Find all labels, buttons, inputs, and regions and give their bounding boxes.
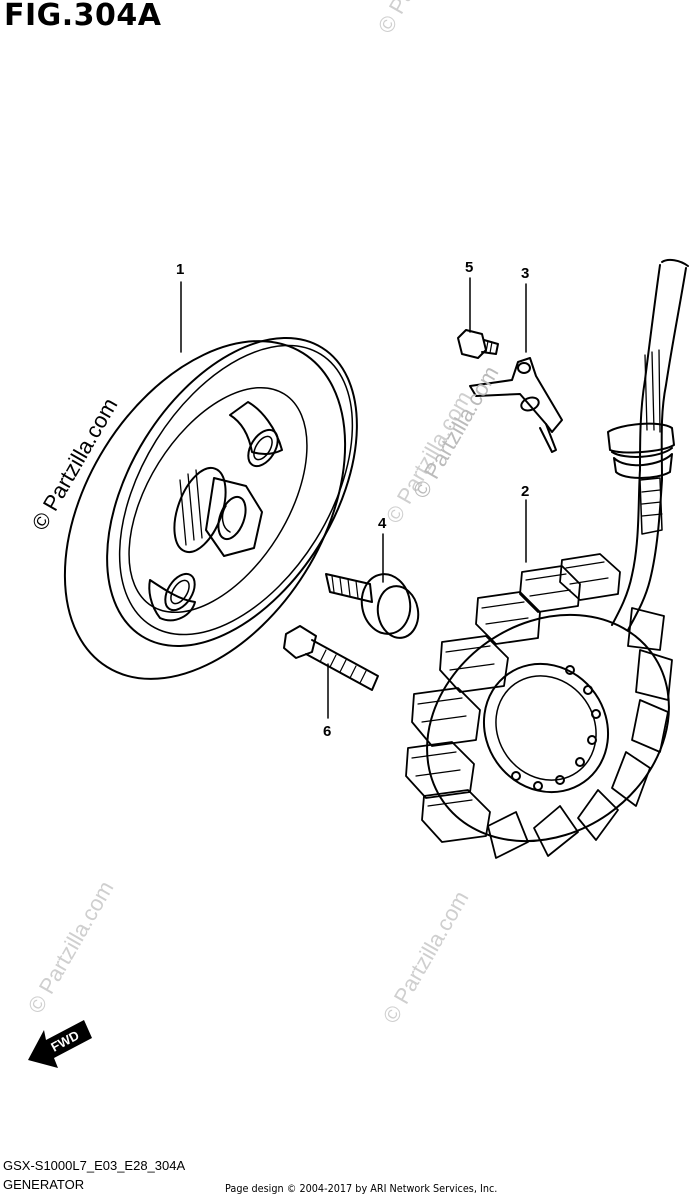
watermark-text: © Partzilla.com bbox=[23, 877, 119, 1018]
watermark-text: © Partzilla.com bbox=[373, 0, 469, 38]
diagram-name: GENERATOR bbox=[3, 1177, 85, 1192]
clamp-part bbox=[469, 357, 563, 453]
figure-title: FIG.304A bbox=[4, 0, 162, 33]
stator-part bbox=[405, 258, 689, 859]
fwd-badge: FWD bbox=[28, 1020, 92, 1068]
watermark-text: © Partzilla.com bbox=[378, 887, 474, 1028]
diagram-code: GSX-S1000L7_E03_E28_304A bbox=[3, 1158, 186, 1173]
bolt-part bbox=[325, 573, 420, 639]
bolt-part bbox=[283, 625, 379, 691]
rotor-part bbox=[63, 337, 358, 680]
leader-lines bbox=[180, 277, 527, 719]
watermarks-faint: © Partzilla.com © Partzilla.com © Partzi… bbox=[23, 0, 477, 1028]
watermark-text: © Partzilla.com bbox=[408, 362, 504, 503]
callout-number: 5 bbox=[465, 259, 473, 276]
copyright-text: Page design © 2004-2017 by ARI Network S… bbox=[225, 1182, 498, 1195]
screw-part bbox=[457, 329, 499, 359]
callout-number: 2 bbox=[521, 483, 529, 500]
callout-number: 6 bbox=[323, 723, 331, 740]
callout-number: 3 bbox=[521, 265, 529, 282]
callout-number: 1 bbox=[176, 261, 184, 278]
callout-number: 4 bbox=[378, 515, 387, 532]
fwd-arrow-icon bbox=[28, 1020, 92, 1068]
callout-labels: 1 2 3 4 5 6 bbox=[176, 259, 529, 740]
